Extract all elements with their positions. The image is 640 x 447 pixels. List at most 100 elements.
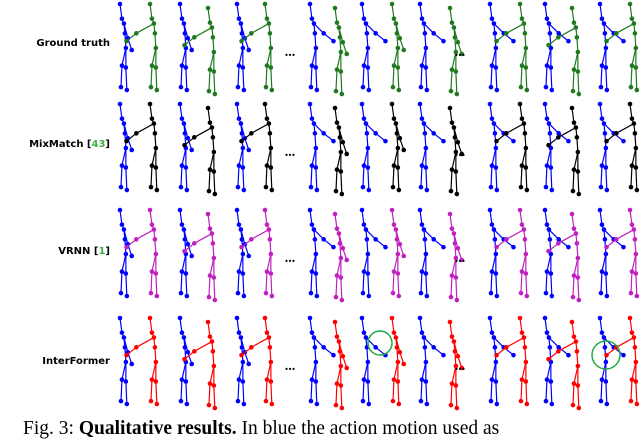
joint xyxy=(239,345,245,350)
joint xyxy=(336,231,342,236)
joint xyxy=(546,227,552,232)
bone xyxy=(136,337,155,348)
skeleton xyxy=(332,105,350,197)
joint xyxy=(205,5,211,11)
joint xyxy=(602,345,608,350)
joint xyxy=(153,251,159,257)
joint xyxy=(359,315,365,321)
joint xyxy=(235,184,241,190)
joint xyxy=(313,271,319,276)
bone xyxy=(123,23,129,39)
joint xyxy=(418,398,424,404)
bone xyxy=(334,107,338,123)
joint xyxy=(395,379,401,384)
joint xyxy=(366,401,372,407)
joint xyxy=(488,290,494,296)
joint xyxy=(566,38,571,44)
bone xyxy=(125,67,128,91)
joint xyxy=(246,47,252,53)
bone xyxy=(125,167,128,191)
joint xyxy=(633,65,639,70)
joint xyxy=(178,290,184,296)
bone xyxy=(419,3,423,19)
joint xyxy=(598,84,604,90)
joint xyxy=(571,381,577,386)
joint xyxy=(148,184,154,190)
bone xyxy=(454,243,457,259)
bone xyxy=(419,103,423,119)
joint xyxy=(149,377,155,382)
joint xyxy=(556,31,561,36)
joint xyxy=(340,353,346,359)
bone xyxy=(393,147,399,166)
joint xyxy=(614,237,619,242)
joint xyxy=(518,398,524,404)
joint xyxy=(361,63,367,68)
joint xyxy=(239,352,244,358)
joint xyxy=(521,21,527,26)
bone xyxy=(150,379,153,402)
joint xyxy=(629,63,635,68)
joint xyxy=(448,88,454,94)
joint xyxy=(451,125,457,130)
skeleton xyxy=(447,5,465,97)
joint xyxy=(397,35,403,41)
bone xyxy=(546,147,552,166)
joint xyxy=(419,269,425,274)
joint xyxy=(569,211,575,217)
bone xyxy=(264,3,268,19)
joint xyxy=(181,121,187,126)
joint xyxy=(119,377,125,382)
joint xyxy=(401,147,407,153)
joint xyxy=(313,145,319,151)
joint xyxy=(246,147,252,153)
joint xyxy=(419,63,425,68)
bone xyxy=(631,147,637,166)
joint xyxy=(179,222,185,227)
joint xyxy=(603,145,609,151)
joint xyxy=(182,31,188,36)
bone xyxy=(455,71,458,95)
joint xyxy=(627,1,633,7)
bone xyxy=(314,347,317,363)
joint xyxy=(184,187,190,193)
joint xyxy=(364,31,370,36)
joint xyxy=(331,352,336,358)
bone xyxy=(120,379,123,402)
joint xyxy=(151,121,157,126)
joint xyxy=(314,293,320,299)
joint xyxy=(599,63,605,68)
joint xyxy=(632,131,638,136)
joint xyxy=(546,121,552,126)
joint xyxy=(394,345,400,350)
joint xyxy=(576,405,582,411)
joint xyxy=(634,293,640,299)
bone xyxy=(208,275,211,298)
bone xyxy=(269,133,272,149)
joint xyxy=(129,361,135,367)
bone xyxy=(489,317,493,333)
joint xyxy=(523,65,529,70)
joint xyxy=(182,142,187,148)
joint xyxy=(523,271,529,276)
joint xyxy=(263,290,269,296)
bone xyxy=(365,123,377,134)
skeleton xyxy=(182,211,218,303)
bone xyxy=(489,209,493,225)
skeleton xyxy=(542,315,571,407)
joint xyxy=(546,335,552,340)
joint xyxy=(517,1,523,7)
joint xyxy=(455,139,461,145)
bone xyxy=(489,3,493,19)
joint xyxy=(604,244,609,250)
joint xyxy=(601,21,607,26)
joint xyxy=(599,16,605,21)
bone xyxy=(546,253,552,272)
joint xyxy=(417,1,423,7)
bone xyxy=(453,27,459,43)
bone xyxy=(455,277,458,301)
joint xyxy=(122,237,128,242)
joint xyxy=(633,251,639,257)
joint xyxy=(340,245,346,251)
bone xyxy=(451,257,457,276)
